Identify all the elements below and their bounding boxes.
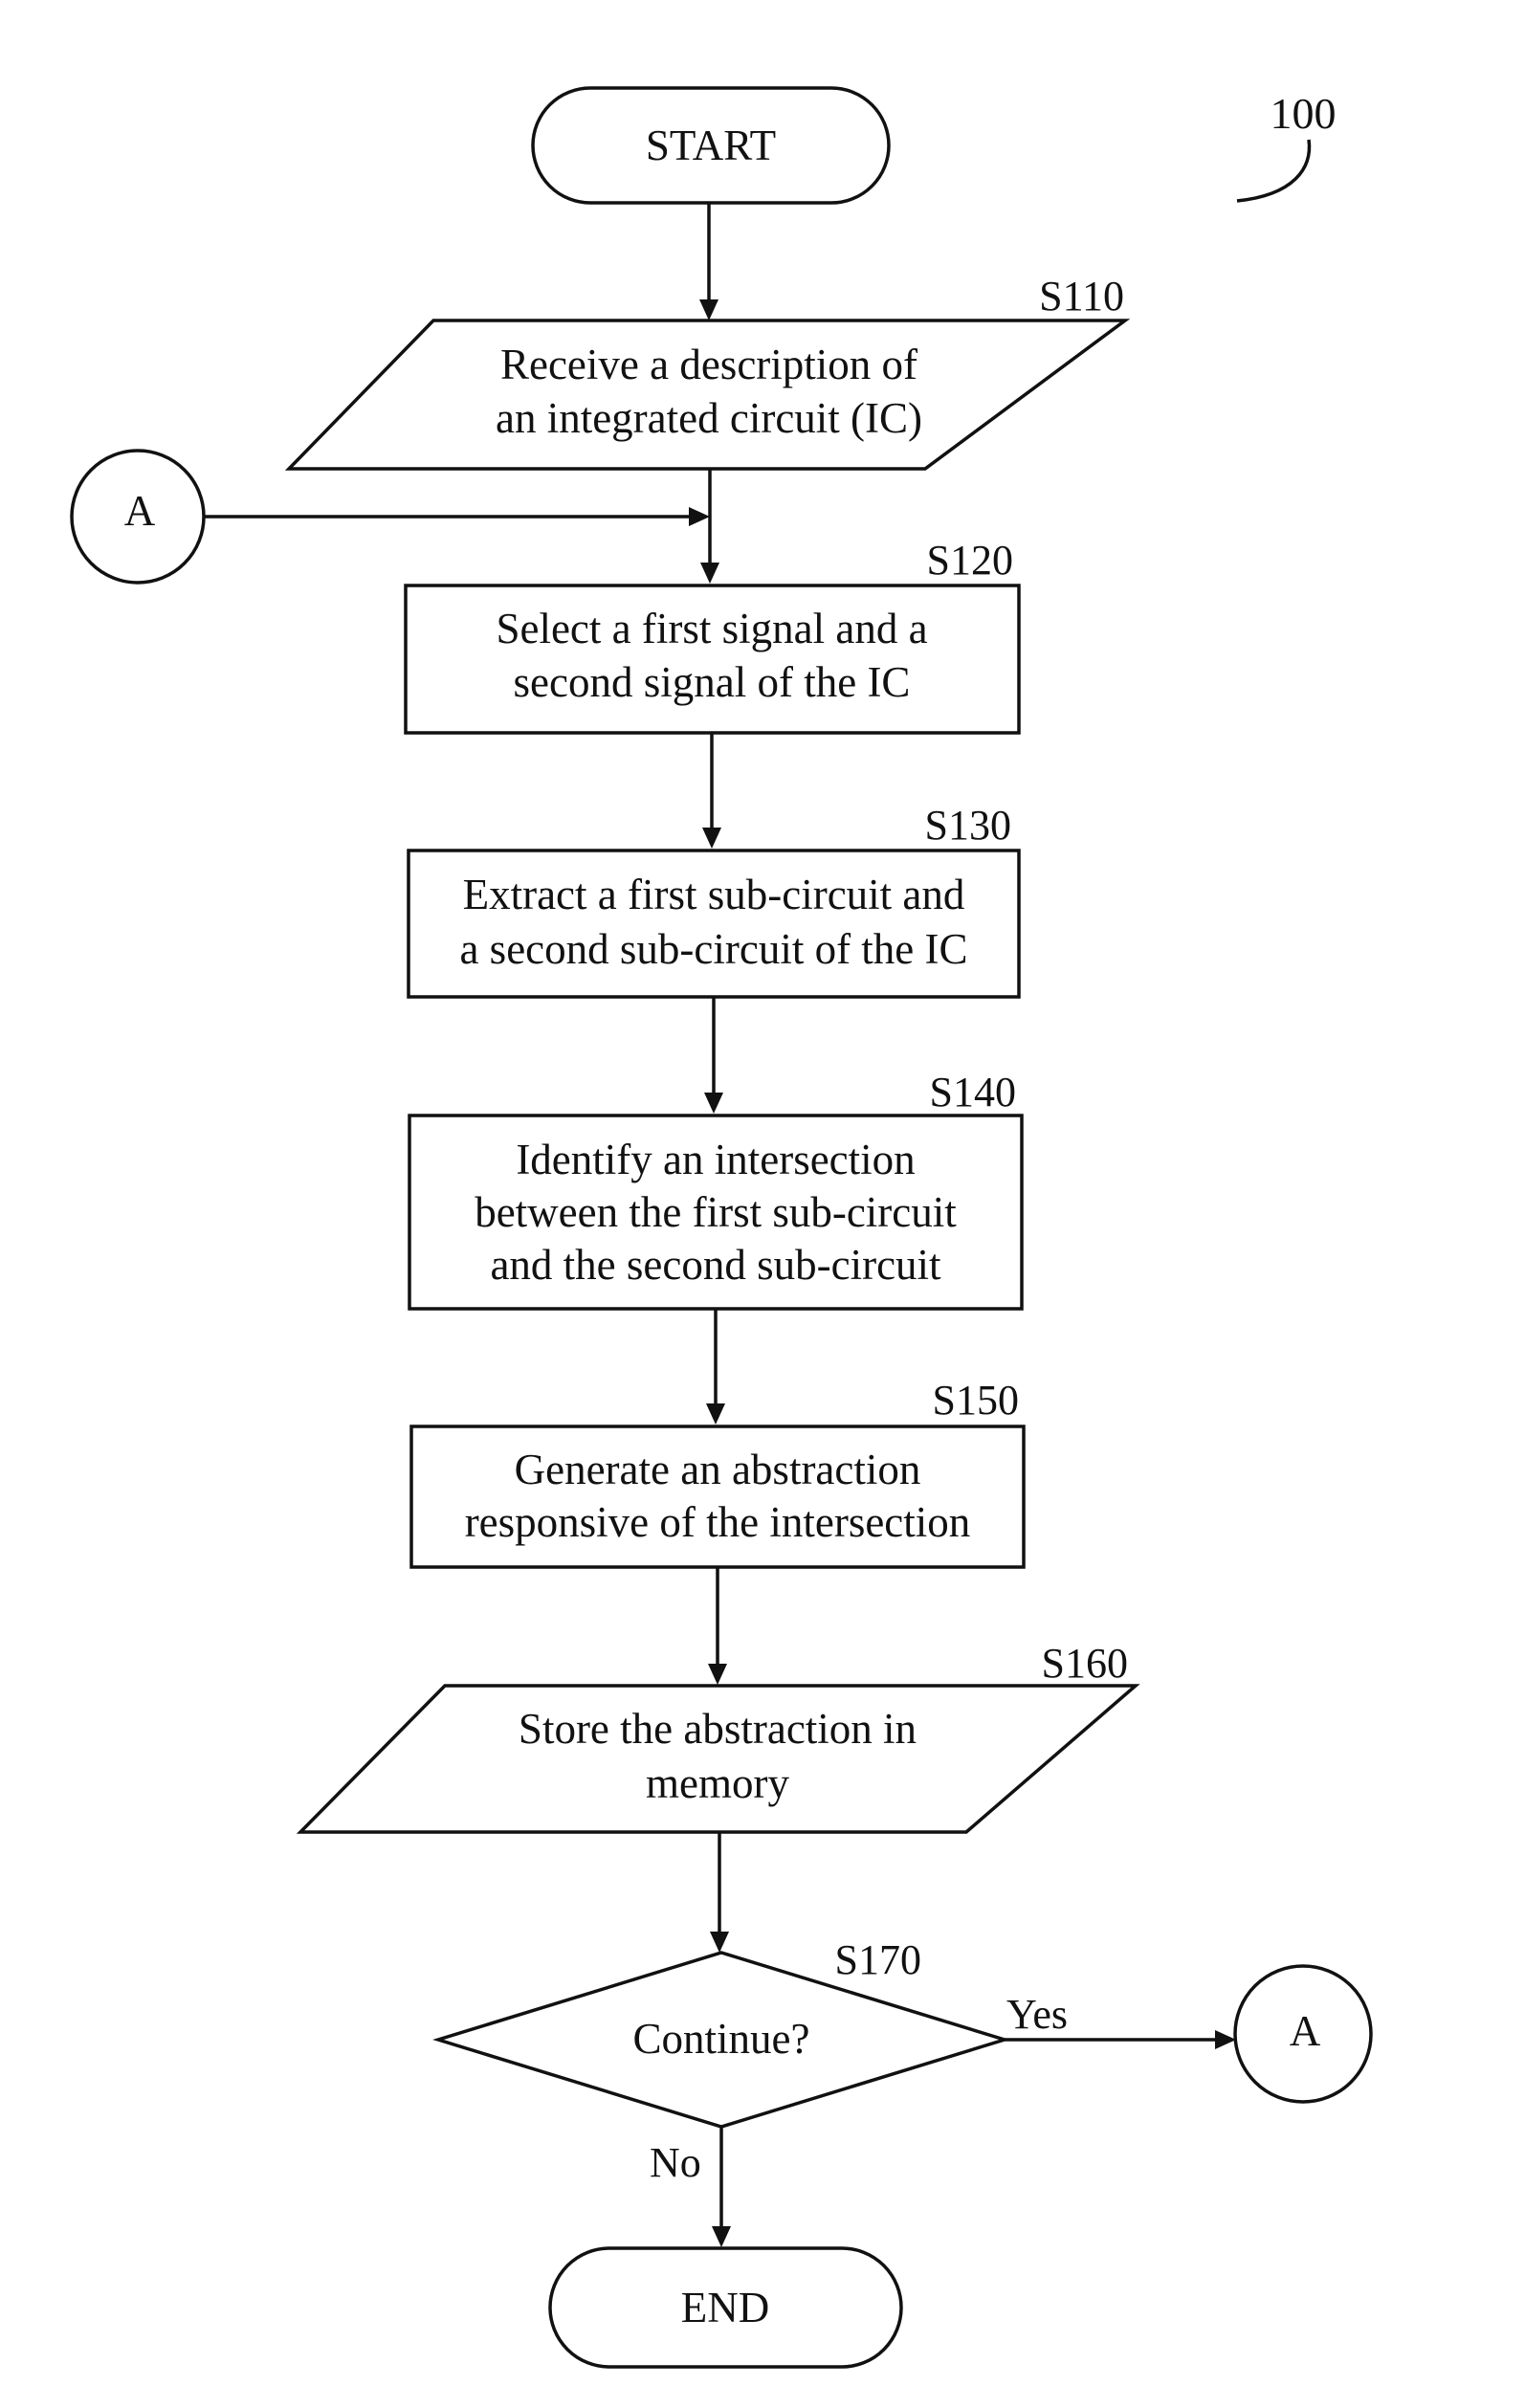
arrowhead-s120 <box>700 563 719 584</box>
arrowhead-s150 <box>706 1403 725 1425</box>
step-s130-id: S130 <box>925 802 1011 849</box>
step-s110-id: S110 <box>1039 273 1124 320</box>
step-s120-text-line-2: second signal of the IC <box>514 658 911 706</box>
step-s140-text-line-1: Identify an intersection <box>516 1136 915 1183</box>
step-s140-id: S140 <box>930 1069 1016 1116</box>
end-label: END <box>681 2284 769 2331</box>
figure-reference-leader <box>1237 140 1309 201</box>
end-terminal: END <box>550 2248 901 2367</box>
step-s120-text-line-1: Select a first signal and a <box>496 605 927 652</box>
arrowhead-s170 <box>710 1932 729 1953</box>
step-s110-text-line-2: an integrated circuit (IC) <box>496 394 922 442</box>
start-label: START <box>646 122 776 169</box>
branch-yes-label: Yes <box>1006 1991 1068 2038</box>
arrowhead-s130 <box>702 828 721 849</box>
figure-reference-number: 100 <box>1271 89 1337 138</box>
step-s170: S170 Continue? <box>438 1936 1005 2127</box>
step-s140-text-line-3: and the second sub-circuit <box>490 1241 941 1289</box>
step-s150-id: S150 <box>933 1377 1019 1424</box>
connector-a-right: A <box>1235 1966 1371 2102</box>
step-s120-id: S120 <box>927 537 1013 584</box>
connector-a-left-label: A <box>124 487 156 535</box>
step-s110-text-line-1: Receive a description of <box>500 341 917 388</box>
step-s140-text-line-2: between the first sub-circuit <box>475 1188 957 1236</box>
step-s160-id: S160 <box>1042 1640 1128 1687</box>
branch-no-label: No <box>650 2139 701 2186</box>
step-s130-text-line-2: a second sub-circuit of the IC <box>459 925 967 973</box>
arrowhead-connector-a-in <box>689 507 710 526</box>
step-s150-text-line-2: responsive of the intersection <box>465 1498 971 1546</box>
step-s160-text-line-1: Store the abstraction in <box>519 1705 917 1753</box>
step-s170-id: S170 <box>835 1936 921 1983</box>
start-terminal: START <box>533 88 889 203</box>
step-s130-text-line-1: Extract a first sub-circuit and <box>463 871 965 918</box>
arrowhead-s110 <box>699 299 718 320</box>
step-s170-question: Continue? <box>633 2015 810 2063</box>
step-s150-text-line-1: Generate an abstraction <box>515 1446 921 1493</box>
arrowhead-s140 <box>704 1093 723 1114</box>
arrowhead-end <box>712 2226 731 2247</box>
step-s160-text-line-2: memory <box>646 1759 789 1807</box>
connector-a-right-label: A <box>1290 2007 1321 2055</box>
connector-a-left: A <box>72 451 204 583</box>
arrowhead-connector-a-out <box>1215 2030 1236 2049</box>
arrowhead-s160 <box>708 1664 727 1685</box>
